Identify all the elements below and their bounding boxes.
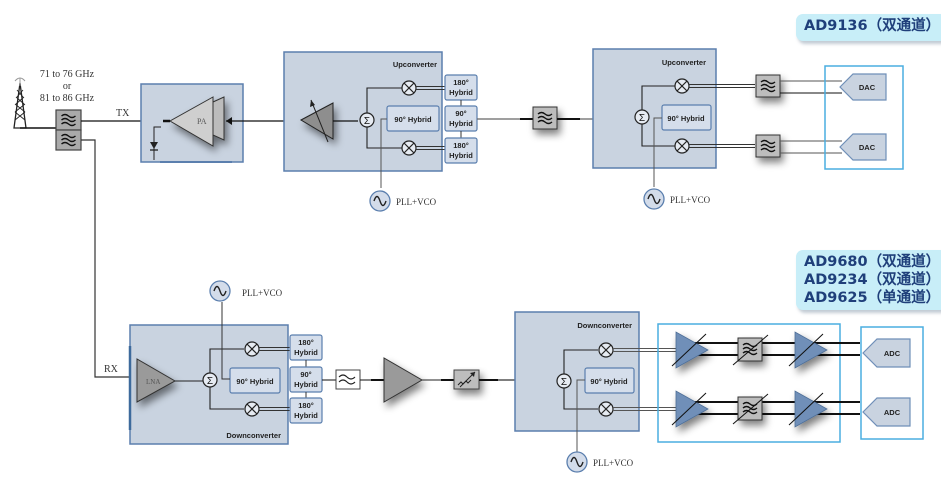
upconverter-1: Upconverter Σ 90° Hybrid [283, 51, 443, 188]
if-filter-icon [335, 369, 361, 390]
badge-line: AD9680（双通道） [804, 254, 941, 270]
svg-text:180°: 180° [298, 338, 314, 347]
mixer-icon [244, 341, 260, 357]
svg-text:Hybrid: Hybrid [294, 411, 318, 420]
pll-vco-label: PLL+VCO [242, 288, 283, 298]
hybrid-180-bottom: 180° Hybrid [444, 137, 478, 164]
svg-text:Hybrid: Hybrid [294, 348, 318, 357]
pa-block: PA [140, 83, 244, 163]
hybrid-90-label: 90° Hybrid [236, 377, 274, 386]
mixer-icon [598, 342, 614, 358]
downconverter-2: Downconverter Σ 90° Hybrid [514, 311, 640, 452]
adc-driver-amplifier-icon [794, 390, 828, 428]
summer-icon: Σ [202, 372, 218, 388]
downconverter-1: LNA Σ 90° Hybrid Downconverter [128, 302, 289, 445]
if-gain-chain-highlight [657, 323, 841, 443]
badge-line: AD9234（双通道） [804, 272, 941, 288]
frequency-label-line1: 71 to 76 GHz [40, 69, 95, 80]
dac-group-highlight [824, 65, 904, 170]
upconverter-2-title: Upconverter [662, 58, 706, 67]
detector-diode-icon [150, 126, 161, 160]
gain-arrow [671, 333, 707, 367]
badge-line: AD9136（双通道） [804, 18, 941, 34]
hybrid-90-mid: 90° Hybrid [444, 105, 478, 132]
svg-text:90°: 90° [455, 109, 466, 118]
frequency-label-line2: or [63, 81, 72, 92]
svg-text:Σ: Σ [639, 113, 645, 124]
hybrid-180-top: 180° Hybrid [444, 74, 478, 101]
pll-vco-label: PLL+VCO [670, 195, 711, 205]
pll-vco-label: PLL+VCO [396, 197, 437, 207]
svg-text:Hybrid: Hybrid [449, 151, 473, 160]
upconverter-1-title: Upconverter [393, 60, 437, 69]
summer-icon: Σ [359, 112, 375, 128]
svg-text:ADC: ADC [884, 349, 901, 358]
tune-arrow [732, 334, 769, 366]
summer-icon: Σ [556, 373, 572, 389]
svg-text:ADC: ADC [884, 408, 901, 417]
svg-text:Σ: Σ [561, 377, 567, 388]
tx-duplex-filter-icon [55, 109, 82, 131]
tx-label: TX [116, 108, 130, 119]
hybrid-180-bottom: 180° Hybrid [289, 397, 323, 424]
mixer-icon [244, 401, 260, 417]
lowpass-filter-icon [755, 74, 781, 158]
pll-vco-label: PLL+VCO [593, 458, 634, 468]
mixer-icon [674, 138, 690, 154]
svg-text:90°: 90° [300, 370, 311, 379]
rx-duplex-filter-icon [55, 129, 82, 151]
mixer-icon [598, 401, 614, 417]
lna-label: LNA [146, 378, 160, 386]
adc-part-badge: AD9680（双通道） AD9234（双通道） AD9625（单通道） [796, 250, 941, 310]
oscillator-icon [369, 190, 391, 212]
variable-attenuator-icon [453, 369, 480, 390]
dac-part-badge: AD9136（双通道） [796, 14, 941, 41]
lna-icon [136, 358, 177, 403]
mixer-icon [401, 80, 417, 96]
mixer-icon [674, 78, 690, 94]
hybrid-90-label: 90° Hybrid [667, 114, 705, 123]
mixer-icon [401, 140, 417, 156]
gain-arrow [671, 392, 707, 426]
hybrid-90-label: 90° Hybrid [394, 115, 432, 124]
adc-1: ADC [862, 338, 911, 368]
hybrid-90-label: 90° Hybrid [590, 377, 628, 386]
svg-text:Hybrid: Hybrid [449, 119, 473, 128]
svg-text:180°: 180° [453, 141, 469, 150]
adc-group-highlight [860, 326, 924, 440]
hybrid-90-mid: 90° Hybrid [289, 366, 323, 393]
svg-text:Σ: Σ [364, 116, 370, 127]
frequency-label-line3: 81 to 86 GHz [40, 93, 95, 104]
upconverter-2: Upconverter Σ 90° Hybrid [592, 48, 717, 187]
dac-1: DAC [839, 73, 887, 101]
svg-text:Σ: Σ [207, 376, 213, 387]
svg-text:Hybrid: Hybrid [449, 88, 473, 97]
tune-arrow [732, 393, 769, 425]
summer-icon: Σ [634, 109, 650, 125]
adc-driver-amplifier-icon [794, 331, 828, 369]
variable-gain-amplifier-icon [675, 331, 709, 369]
hybrid-180-top: 180° Hybrid [289, 334, 323, 361]
rx-label: RX [104, 364, 119, 375]
variable-gain-amplifier-icon [675, 390, 709, 428]
badge-line: AD9625（单通道） [804, 290, 941, 306]
oscillator-icon [209, 280, 231, 302]
svg-text:Hybrid: Hybrid [294, 380, 318, 389]
oscillator-icon [566, 451, 588, 473]
antenna-icon [13, 77, 27, 129]
oscillator-icon [643, 188, 665, 210]
dac-2: DAC [839, 133, 887, 161]
svg-text:180°: 180° [453, 78, 469, 87]
gain-arrow [788, 333, 824, 367]
svg-text:180°: 180° [298, 401, 314, 410]
svg-text:DAC: DAC [859, 143, 876, 152]
if-amplifier-icon [383, 357, 423, 403]
downconverter-2-title: Downconverter [577, 321, 632, 330]
svg-text:DAC: DAC [859, 83, 876, 92]
gain-arrow [788, 392, 824, 426]
pa-label: PA [197, 117, 207, 126]
downconverter-1-title: Downconverter [226, 431, 281, 440]
adc-2: ADC [862, 397, 911, 427]
